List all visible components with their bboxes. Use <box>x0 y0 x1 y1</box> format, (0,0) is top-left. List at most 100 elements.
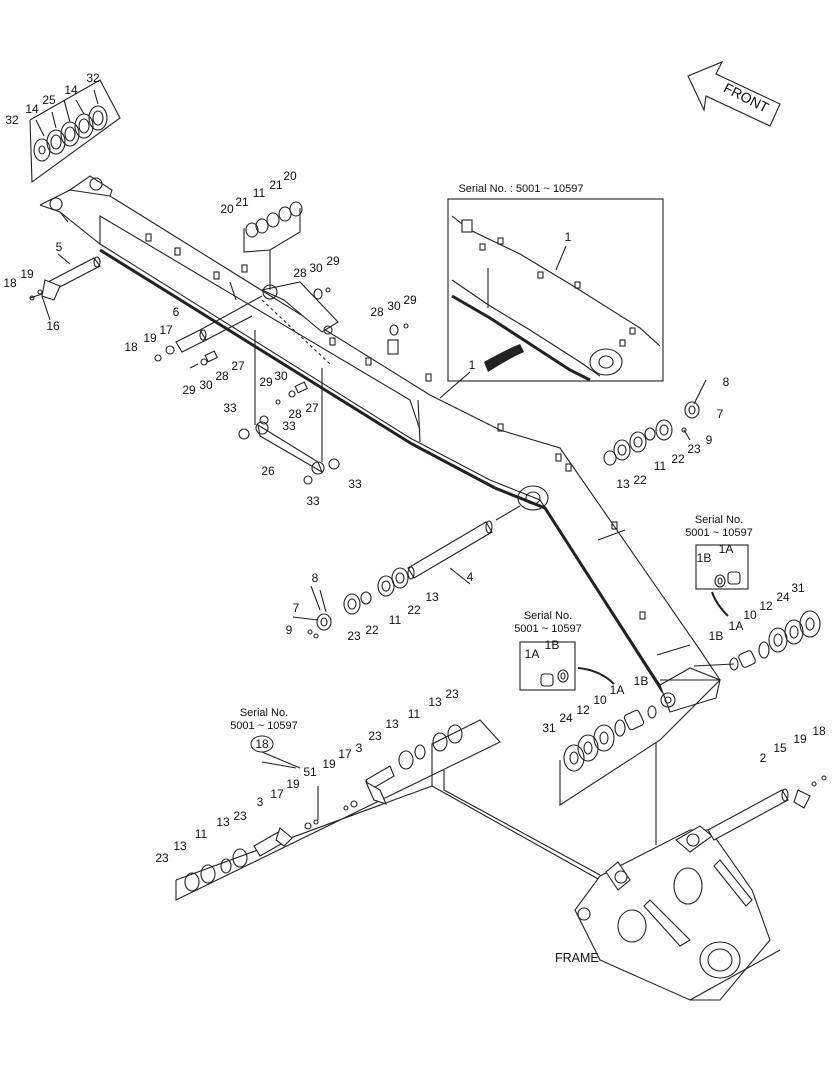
callout-label: 14 <box>25 102 39 116</box>
callout-label: 28 <box>288 407 302 421</box>
callout-label: 1B <box>545 638 560 652</box>
callout-label: 9 <box>706 433 713 447</box>
callout-label: 33 <box>223 401 237 415</box>
serial-note: 5001 ~ 10597 <box>514 623 582 635</box>
callout-label: 30 <box>274 369 288 383</box>
callout-label: 19 <box>143 331 157 345</box>
callout-label: 26 <box>261 464 275 478</box>
callout-label: 22 <box>633 473 647 487</box>
link-26-group <box>238 299 340 485</box>
callout-label: 32 <box>5 113 19 127</box>
callout-label: 17 <box>159 323 173 337</box>
callout-label: 10 <box>593 693 607 707</box>
callout-label: 23 <box>155 851 169 865</box>
callout-label: 24 <box>776 590 790 604</box>
right-foot-washers <box>559 610 821 807</box>
callout-label: 22 <box>407 603 421 617</box>
serial-inset-right <box>695 544 749 617</box>
serial-note: Serial No. <box>524 610 572 622</box>
left-foot-washers <box>563 705 657 772</box>
callout-label: 29 <box>259 375 273 389</box>
callout-label: 29 <box>403 293 417 307</box>
callout-label: 8 <box>723 375 730 389</box>
callout-label: 29 <box>182 383 196 397</box>
callout-label: 23 <box>445 687 459 701</box>
callout-label: 29 <box>326 254 340 268</box>
callout-label: 21 <box>269 178 283 192</box>
callout-label: 7 <box>293 601 300 615</box>
callout-label: 5 <box>56 240 63 254</box>
leader-lines <box>261 371 471 769</box>
callout-label: 13 <box>385 717 399 731</box>
callout-label: 1A <box>729 619 744 633</box>
callout-label: 22 <box>365 623 379 637</box>
callout-label: 1A <box>719 542 734 556</box>
washer-stack-bracket <box>243 201 303 290</box>
callout-label: 1B <box>709 629 724 643</box>
callout-label: 32 <box>86 71 100 85</box>
serial-note: 5001 ~ 10597 <box>230 720 298 732</box>
callout-label: 13 <box>216 815 230 829</box>
right-upper-washers <box>603 379 707 466</box>
callout-label: 20 <box>283 169 297 183</box>
callout-label: 3 <box>257 795 264 809</box>
callout-label: 11 <box>253 186 266 200</box>
callout-label: 3 <box>356 741 363 755</box>
callout-label: 33 <box>282 419 296 433</box>
serial-note: Serial No. : 5001 ~ 10597 <box>458 183 583 195</box>
callout-label: 13 <box>425 590 439 604</box>
callout-label: 2 <box>760 751 767 765</box>
callout-label: 23 <box>687 442 701 456</box>
serial-inset-left <box>519 641 615 691</box>
callout-label: 8 <box>312 571 319 585</box>
callout-label: 25 <box>42 93 56 107</box>
front-arrow-icon <box>687 60 781 127</box>
frame-assembly <box>431 742 827 1001</box>
callout-label: 19 <box>322 757 336 771</box>
callout-label: 9 <box>286 623 293 637</box>
pin-4 <box>407 505 521 580</box>
callout-label: 18 <box>3 276 17 290</box>
serial-note: 5001 ~ 10597 <box>685 527 753 539</box>
callout-label: 1A <box>525 647 540 661</box>
callout-label: 16 <box>46 319 60 333</box>
washer-stack-head <box>29 79 121 184</box>
callout-label: 28 <box>215 369 229 383</box>
callout-label: 31 <box>542 721 556 735</box>
callout-label: 11 <box>408 707 421 721</box>
callout-label: 12 <box>576 703 590 717</box>
callout-label: 24 <box>559 711 573 725</box>
callout-label: 1A <box>610 683 625 697</box>
callout-label: 19 <box>286 777 300 791</box>
callout-label: 23 <box>347 629 361 643</box>
serial-inset-top <box>447 198 664 382</box>
callout-label: 28 <box>370 305 384 319</box>
callout-label: 11 <box>654 459 667 473</box>
callout-label: 13 <box>428 695 442 709</box>
pin-5-group <box>29 253 101 321</box>
callout-label: 17 <box>338 747 352 761</box>
callout-label: 19 <box>793 732 807 746</box>
callout-label: 33 <box>348 477 362 491</box>
circled-callout-text: 18 <box>255 737 269 751</box>
callout-label: 23 <box>368 729 382 743</box>
callout-label: 27 <box>231 359 245 373</box>
callout-label: 10 <box>743 608 757 622</box>
callout-label: 17 <box>270 787 284 801</box>
callout-label: 19 <box>20 267 34 281</box>
serial-note: Serial No. <box>695 514 743 526</box>
callout-label: 1 <box>469 358 476 372</box>
callout-label: 1B <box>634 674 649 688</box>
serial-note: Serial No. <box>240 707 288 719</box>
callout-label: 18 <box>124 340 138 354</box>
pins-28-30-29 <box>313 287 409 336</box>
callout-label: 31 <box>791 581 805 595</box>
callout-label: 28 <box>293 266 307 280</box>
callout-label: 23 <box>233 809 247 823</box>
frame-label: FRAME <box>555 951 599 965</box>
callout-label: 13 <box>616 477 630 491</box>
